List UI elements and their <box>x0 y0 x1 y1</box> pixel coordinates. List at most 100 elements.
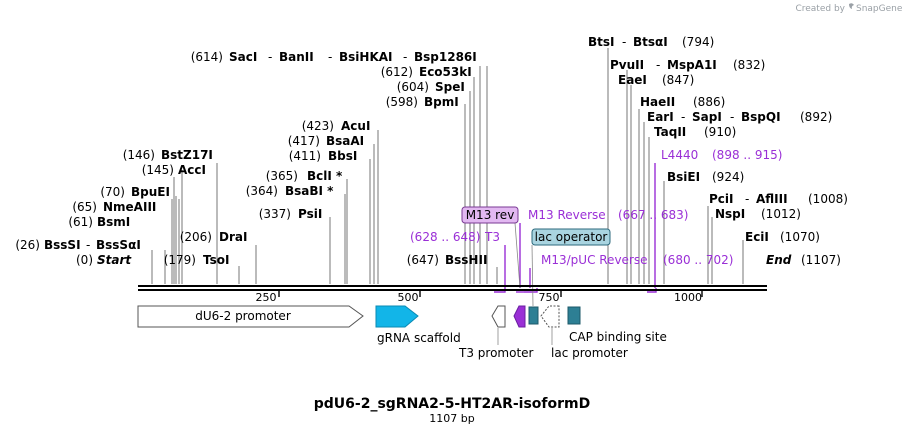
site-afliii: AflIII <box>756 192 788 206</box>
scale-tick-marks <box>278 291 703 297</box>
site-pcii: PciI <box>709 192 734 206</box>
site-tsoi: TsoI <box>203 253 229 267</box>
cap-binding-site-feature[interactable] <box>567 306 581 325</box>
site-nspi-pos: (1012) <box>761 207 801 221</box>
site-drai: DraI <box>219 230 247 244</box>
site-bspqi: BspQI <box>741 110 781 124</box>
site-bcli: BclI * <box>307 169 343 183</box>
m13-rev-tag[interactable]: M13 rev <box>461 206 519 224</box>
brand-name: SnapGene <box>856 4 903 14</box>
primer-m13puc-name: M13/pUC Reverse <box>541 253 648 267</box>
lac-promoter-label: lac promoter <box>551 346 628 360</box>
site-bcli-pos: (365) <box>266 169 298 183</box>
start-pos: (0) <box>76 253 93 267</box>
sequence-length: 1107 bp <box>429 412 474 425</box>
site-psii: PsiI <box>298 207 322 221</box>
site-bsssai: BssSαI <box>96 238 141 252</box>
t3-promoter-label: T3 promoter <box>458 346 534 360</box>
site-saci: SacI <box>229 50 257 64</box>
site-sep: - <box>622 35 626 49</box>
site-acci: AccI <box>178 163 206 177</box>
lac-operator-tag[interactable]: lac operator <box>531 228 611 246</box>
sequence-title: pdU6-2_sgRNA2-5-HT2AR-isoformD <box>314 396 591 412</box>
site-taqii: TaqII <box>654 125 686 139</box>
site-ecii-pos: (1070) <box>780 230 820 244</box>
site-bsssi-pos: (26) <box>15 238 40 252</box>
backbone-bottom-strand <box>138 289 767 291</box>
site-bsabi-pos: (364) <box>246 184 278 198</box>
site-acui: AcuI <box>341 119 370 133</box>
site-sep: - <box>328 50 332 64</box>
site-eaei-pos: (847) <box>662 73 694 87</box>
site-eco53ki-pos: (612) <box>381 65 413 79</box>
lacop-tag-connector <box>531 244 534 307</box>
primer-t3-name: T3 <box>484 230 500 244</box>
scale-tick-250: 250 <box>256 291 277 304</box>
snapgene-logo-icon <box>849 3 854 10</box>
scale-tick-500: 500 <box>398 291 419 304</box>
start-label: Start <box>97 253 132 267</box>
site-bsssi: BssSI <box>44 238 81 252</box>
site-haeii: HaeII <box>640 95 675 109</box>
site-btsai: BtsαI <box>633 35 668 49</box>
m13-rev-feature[interactable] <box>513 305 526 328</box>
site-bsiei: BsiEI <box>667 170 700 184</box>
site-bstz17i-pos: (146) <box>123 148 155 162</box>
site-eco53ki: Eco53kI <box>419 65 472 79</box>
primer-markers <box>494 163 657 293</box>
site-bsaai-pos: (417) <box>288 134 320 148</box>
lac-operator-feature[interactable] <box>528 306 539 325</box>
site-bsaai: BsaAI <box>326 134 364 148</box>
site-acui-pos: (423) <box>302 119 334 133</box>
primer-m13rev-name: M13 Reverse <box>528 208 606 222</box>
site-eari-pos: (892) <box>800 110 832 124</box>
site-psii-pos: (337) <box>259 207 291 221</box>
site-bpmi: BpmI <box>424 95 459 109</box>
site-pvuii: PvuII <box>610 58 644 72</box>
t3-promoter-feature[interactable] <box>491 305 506 328</box>
site-sapi: SapI <box>692 110 722 124</box>
site-spei-pos: (604) <box>397 80 429 94</box>
site-drai-pos: (206) <box>180 230 212 244</box>
site-bstz17i: BstZ17I <box>161 148 213 162</box>
brand-prefix: Created by <box>795 4 845 14</box>
site-bsshii: BssHII <box>445 253 487 267</box>
site-sep: - <box>403 50 407 64</box>
site-sep: - <box>745 192 749 206</box>
site-nmeaiii-pos: (65) <box>72 200 97 214</box>
site-nspi: NspI <box>715 207 745 221</box>
scale-tick-750: 750 <box>539 291 560 304</box>
site-eaei: EaeI <box>618 73 647 87</box>
site-bsabi: BsaBI * <box>285 184 334 198</box>
cap-binding-site-label: CAP binding site <box>569 330 667 344</box>
end-pos: (1107) <box>801 253 841 267</box>
site-bsshii-pos: (647) <box>407 253 439 267</box>
site-bsiei-pos: (924) <box>712 170 744 184</box>
lac-promoter-feature[interactable] <box>540 305 560 328</box>
primer-m13rev-range: (667 .. 683) <box>618 208 688 222</box>
site-eari: EarI <box>647 110 674 124</box>
end-label: End <box>766 253 792 267</box>
site-bsp1286i: Bsp1286I <box>414 50 477 64</box>
site-haeii-pos: (886) <box>693 95 725 109</box>
site-sep: - <box>681 110 685 124</box>
lac-operator-tag-label: lac operator <box>535 230 608 244</box>
site-pcii-pos: (1008) <box>808 192 848 206</box>
site-bbsi-pos: (411) <box>289 149 321 163</box>
grna-scaffold-label: gRNA scaffold <box>377 331 461 345</box>
site-bpmi-pos: (598) <box>386 95 418 109</box>
primer-t3-range: (628 .. 648) <box>410 230 480 244</box>
site-acci-pos: (145) <box>142 163 174 177</box>
site-tsoi-pos: (179) <box>164 253 196 267</box>
grna-scaffold-feature[interactable] <box>375 305 419 328</box>
du6-promoter-feature[interactable]: dU6-2 promoter <box>137 305 364 328</box>
site-spei: SpeI <box>435 80 465 94</box>
primer-l4440-name: L4440 <box>661 148 698 162</box>
site-btsi-pos: (794) <box>682 35 714 49</box>
site-bsmi: BsmI <box>97 215 130 229</box>
site-pvuii-pos: (832) <box>733 58 765 72</box>
site-sep: - <box>86 238 90 252</box>
m13-tag-connector <box>514 222 521 289</box>
site-saci-pos: (614) <box>191 50 223 64</box>
